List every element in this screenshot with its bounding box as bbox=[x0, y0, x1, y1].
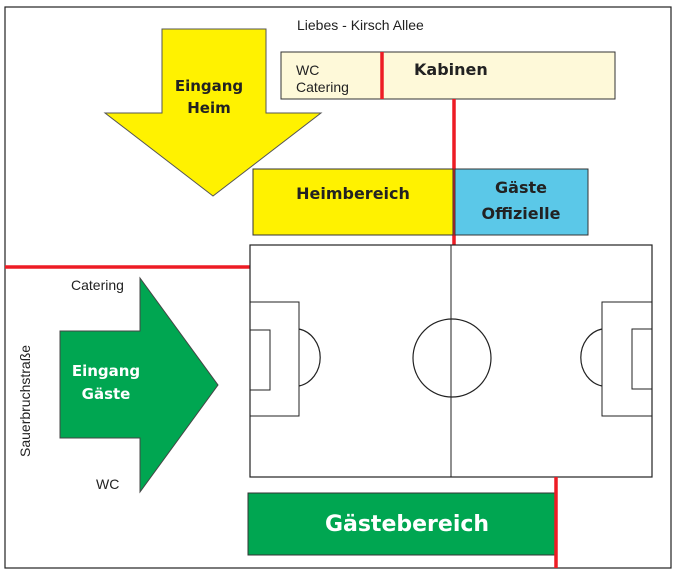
eingang-gaeste-label-1: Eingang bbox=[72, 362, 140, 380]
gaeste-offizielle-label-1: Gäste bbox=[495, 178, 547, 197]
street-top-label: Liebes - Kirsch Allee bbox=[297, 17, 424, 33]
eingang-gaeste-label-2: Gäste bbox=[82, 385, 131, 403]
right-penalty-arc bbox=[580, 328, 603, 387]
gaeste-offizielle-label-2: Offizielle bbox=[482, 204, 561, 223]
left-goal-area bbox=[249, 329, 271, 391]
street-left-label: Sauerbruchstraße bbox=[17, 345, 33, 457]
gaeste-offizielle-area bbox=[454, 168, 589, 236]
wc-label: WC bbox=[96, 476, 119, 492]
kabinen-building bbox=[280, 51, 616, 100]
kabinen-wc-label: WC bbox=[296, 62, 319, 78]
gaestebereich-label: Gästebereich bbox=[325, 512, 489, 537]
kabinen-catering-label: Catering bbox=[296, 79, 349, 95]
eingang-heim-arrow-icon bbox=[103, 28, 323, 197]
heimbereich-area bbox=[252, 168, 454, 236]
right-goal-area bbox=[631, 328, 653, 390]
football-pitch bbox=[249, 244, 653, 478]
center-circle bbox=[412, 318, 492, 398]
eingang-heim-label-1: Eingang bbox=[175, 77, 243, 95]
eingang-heim-label-2: Heim bbox=[187, 99, 231, 117]
catering-label: Catering bbox=[71, 277, 124, 293]
left-penalty-arc bbox=[298, 328, 321, 387]
eingang-gaeste-arrow-icon bbox=[59, 276, 219, 494]
gaestebereich-area bbox=[247, 492, 557, 556]
kabinen-label: Kabinen bbox=[414, 60, 488, 79]
heimbereich-label: Heimbereich bbox=[296, 184, 410, 203]
